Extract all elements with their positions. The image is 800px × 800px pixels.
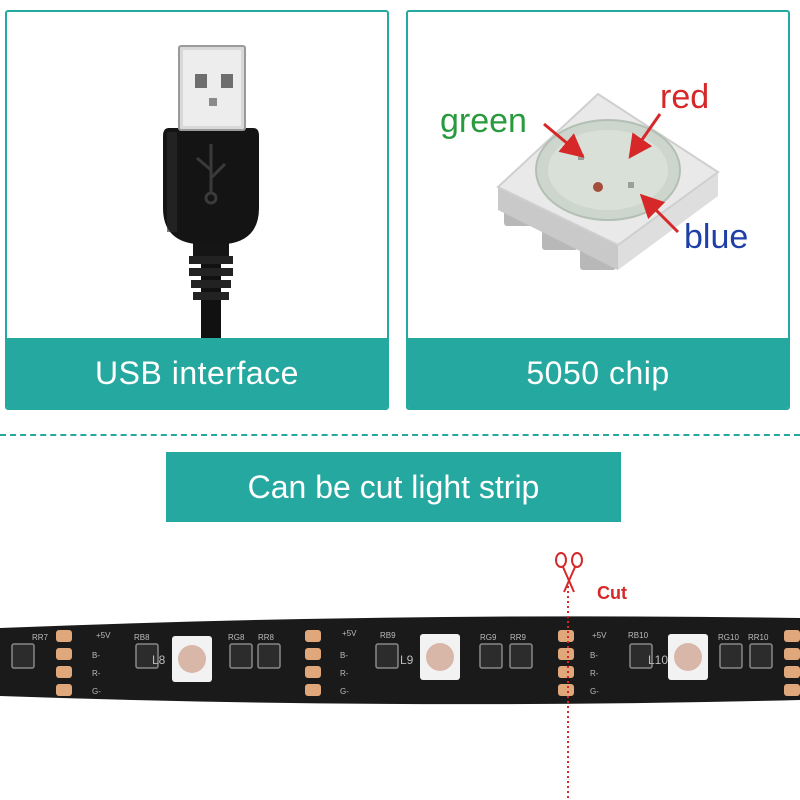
pad-label: B- <box>92 651 100 660</box>
resistor-label: RG10 <box>718 633 739 642</box>
pad-label: G- <box>590 687 599 696</box>
pad-label: R- <box>340 669 349 678</box>
cut-strip-banner: Can be cut light strip <box>166 452 621 522</box>
led-strip: L8 L9 L10 RR7 RB8 RG8 RR8 RB9 RG9 RR9 RB… <box>0 552 800 800</box>
cut-label: Cut <box>597 583 627 603</box>
resistor-label: RR7 <box>32 633 49 642</box>
pad-label: G- <box>340 687 349 696</box>
resistor-label: RR10 <box>748 633 769 642</box>
smd-led-chip-icon: green red blue <box>440 78 748 270</box>
red-label: red <box>660 78 709 116</box>
usb-interface-panel: USB interface <box>5 10 389 410</box>
resistor-label: RG9 <box>480 633 497 642</box>
resistor-label: RB8 <box>134 633 150 642</box>
dashed-divider <box>0 434 800 436</box>
pad-label: R- <box>590 669 599 678</box>
resistor-label: RG8 <box>228 633 245 642</box>
pad-label: B- <box>340 651 348 660</box>
pad-label: +5V <box>342 629 357 638</box>
usb-interface-caption: USB interface <box>7 338 387 408</box>
green-label: green <box>440 102 527 140</box>
led-label-l8: L8 <box>152 653 166 667</box>
resistor-label: RB9 <box>380 631 396 640</box>
led-label-l9: L9 <box>400 653 414 667</box>
resistor-label: RR9 <box>510 633 527 642</box>
blue-label: blue <box>684 218 748 256</box>
resistor-label: RB10 <box>628 631 649 640</box>
chip-panel: green red blue 5050 chip <box>406 10 790 410</box>
pad-label: G- <box>92 687 101 696</box>
usb-plug-icon <box>163 45 259 338</box>
pad-label: R- <box>92 669 101 678</box>
chip-caption: 5050 chip <box>408 338 788 408</box>
pad-label: +5V <box>592 631 607 640</box>
led-label-l10: L10 <box>648 653 668 667</box>
resistor-label: RR8 <box>258 633 275 642</box>
scissors-icon <box>555 552 583 593</box>
pad-label: +5V <box>96 631 111 640</box>
pad-label: B- <box>590 651 598 660</box>
